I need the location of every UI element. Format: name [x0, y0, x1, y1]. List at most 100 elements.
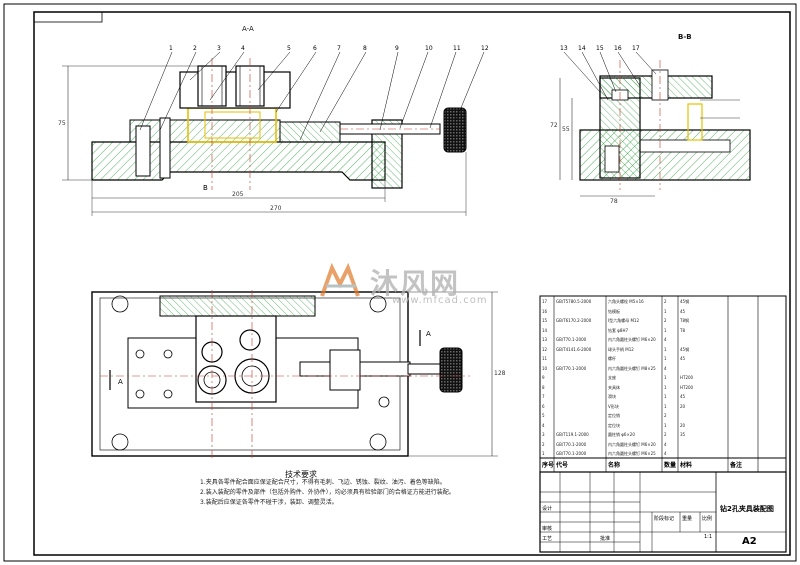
- dim-inner-length: 205: [232, 191, 244, 198]
- bom-cell: 45: [680, 308, 686, 314]
- bom-cell: 1: [664, 327, 667, 333]
- bom-cell: 夹具体: [608, 384, 620, 390]
- balloon-label: 17: [632, 45, 640, 52]
- label-check: 审核: [542, 526, 553, 532]
- bom-cell: 螺杆: [608, 356, 616, 362]
- bom-cell: 13: [542, 337, 548, 343]
- front-section-view: [62, 51, 485, 216]
- bom-cell: 1: [664, 422, 667, 428]
- dim-total-length: 270: [270, 205, 282, 212]
- bom-cell: 9: [542, 375, 545, 381]
- balloon-label: 2: [193, 45, 197, 52]
- bom-header-cell: 材料: [680, 462, 693, 469]
- bom-cell: 六角头螺栓 M5×16: [608, 299, 644, 304]
- bom-cell: 17: [542, 299, 548, 304]
- watermark-url: www.mfcad.com: [392, 295, 488, 306]
- balloon-label: 9: [395, 45, 399, 52]
- balloon-label: 10: [425, 45, 433, 52]
- bom-cell: GB/T5780.5-2000: [556, 299, 592, 304]
- bom-cell: 1: [664, 308, 667, 314]
- bom-cell: 20: [680, 422, 686, 428]
- balloon-label: 15: [596, 45, 604, 52]
- side-section-view: [559, 51, 751, 197]
- bom-cell: GB/T4141.6-2000: [556, 346, 592, 352]
- label-approve: 批准: [600, 536, 611, 542]
- bom-cell: 11: [542, 356, 548, 362]
- tech-notes-title: 技术要求: [285, 470, 317, 479]
- bom-cell: 2: [664, 318, 667, 324]
- bom-cell: 45: [680, 394, 686, 400]
- bom-cell: 1: [664, 384, 667, 390]
- bom-cell: HT200: [680, 375, 694, 381]
- watermark-brand: 沐风网: [370, 267, 461, 300]
- balloon-label: 11: [453, 45, 461, 52]
- bom-cell: 14: [542, 327, 548, 333]
- bom-header-cell: 序号: [542, 462, 555, 469]
- bom-cell: 6: [542, 403, 545, 409]
- bom-cell: 内六角圆柱头螺钉 M6×20: [608, 337, 656, 343]
- outer-frame: [3, 3, 797, 562]
- bom-cell: 4: [542, 422, 545, 428]
- bom-cell: GB/T70.1-2000: [556, 441, 587, 447]
- balloon-label: 16: [614, 45, 622, 52]
- bom-cell: 2: [664, 432, 667, 438]
- bom-cell: 定位块: [608, 422, 620, 428]
- dim-height-right-2: 55: [562, 126, 570, 133]
- bom-cell: 滑块: [608, 394, 616, 400]
- bom-cell: 4: [664, 365, 667, 371]
- balloon-label: 7: [337, 45, 341, 52]
- balloon-label: 3: [217, 45, 221, 52]
- label-process: 工艺: [542, 536, 553, 542]
- bom-cell: HT200: [680, 384, 694, 390]
- bom-cell: 45: [680, 356, 686, 362]
- bom-cell: 35: [680, 432, 686, 438]
- bom-cell: GB/T6170.2-2000: [556, 318, 592, 324]
- bom-cell: 内六角圆柱头螺钉 M6×25: [608, 451, 656, 457]
- dim-plan-height: 128: [494, 370, 506, 377]
- bom-cell: T8: [680, 327, 685, 333]
- balloon-label: 13: [560, 45, 568, 52]
- tech-note: 2.装入装配的零件及部件（包括外购件、外协件），均必须具有检验部门的合格证方能进…: [200, 489, 455, 496]
- bom-cell: GB/T70.1-2000: [556, 451, 587, 457]
- balloon-label: 8: [363, 45, 367, 52]
- marker-a-plan-left: A: [118, 378, 123, 386]
- balloon-label: 4: [241, 45, 245, 52]
- bom-cell: 3: [542, 432, 545, 438]
- bom-cell: 15: [542, 318, 548, 324]
- balloon-label: 6: [313, 45, 317, 52]
- label-weight: 重量: [682, 516, 693, 522]
- bom-cell: 1: [664, 356, 667, 362]
- bom-cell: 45钢: [680, 299, 690, 304]
- section-a-label: A-A: [242, 25, 254, 33]
- bom-cell: 2: [664, 413, 667, 419]
- tech-note: 1.夹具各零件配合面应保证配合尺寸，不得有毛刺、飞边、锈蚀、裂纹、油污、着色等缺…: [200, 479, 446, 486]
- bom-cell: 16: [542, 308, 548, 314]
- marker-a-plan-right: A: [426, 330, 431, 338]
- bom-cell: 1: [664, 375, 667, 381]
- bom-cell: 5: [542, 413, 545, 419]
- bom-cell: 1: [542, 451, 545, 457]
- tech-note: 3.装配后应保证各零件不碰干涉，装卸、调整灵活。: [200, 499, 338, 506]
- bom-cell: 钻套 φ8H7: [608, 327, 629, 333]
- bom-cell: 12: [542, 346, 548, 352]
- bom-cell: 2: [542, 441, 545, 447]
- bom-header-cell: 代号: [556, 462, 569, 469]
- bom-cell: 4: [664, 451, 667, 457]
- label-ratio: 比例: [702, 516, 713, 522]
- bom-cell: 4: [664, 337, 667, 343]
- inner-frame: [33, 11, 791, 556]
- scale-value: 1:1: [704, 534, 713, 540]
- bom-header-cell: 备注: [730, 462, 743, 469]
- bom-cell: 钻模板: [608, 308, 620, 314]
- bom-cell: T8钢: [680, 318, 689, 324]
- bom-cell: 20: [680, 403, 686, 409]
- bom-cell: GB/T70.1-2000: [556, 365, 587, 371]
- marker-b-front: B: [203, 184, 208, 192]
- label-stage: 阶段标记: [654, 516, 675, 522]
- tech-notes: 1.夹具各零件配合面应保证配合尺寸，不得有毛刺、飞边、锈蚀、裂纹、油污、着色等缺…: [200, 478, 510, 508]
- bom-header-cell: 名称: [608, 462, 621, 469]
- dim-width-right: 78: [610, 198, 618, 205]
- bom-header-cell: 数量: [664, 462, 677, 469]
- bom-table: [539, 295, 787, 553]
- bom-cell: 内六角圆柱头螺钉 M6×20: [608, 441, 656, 447]
